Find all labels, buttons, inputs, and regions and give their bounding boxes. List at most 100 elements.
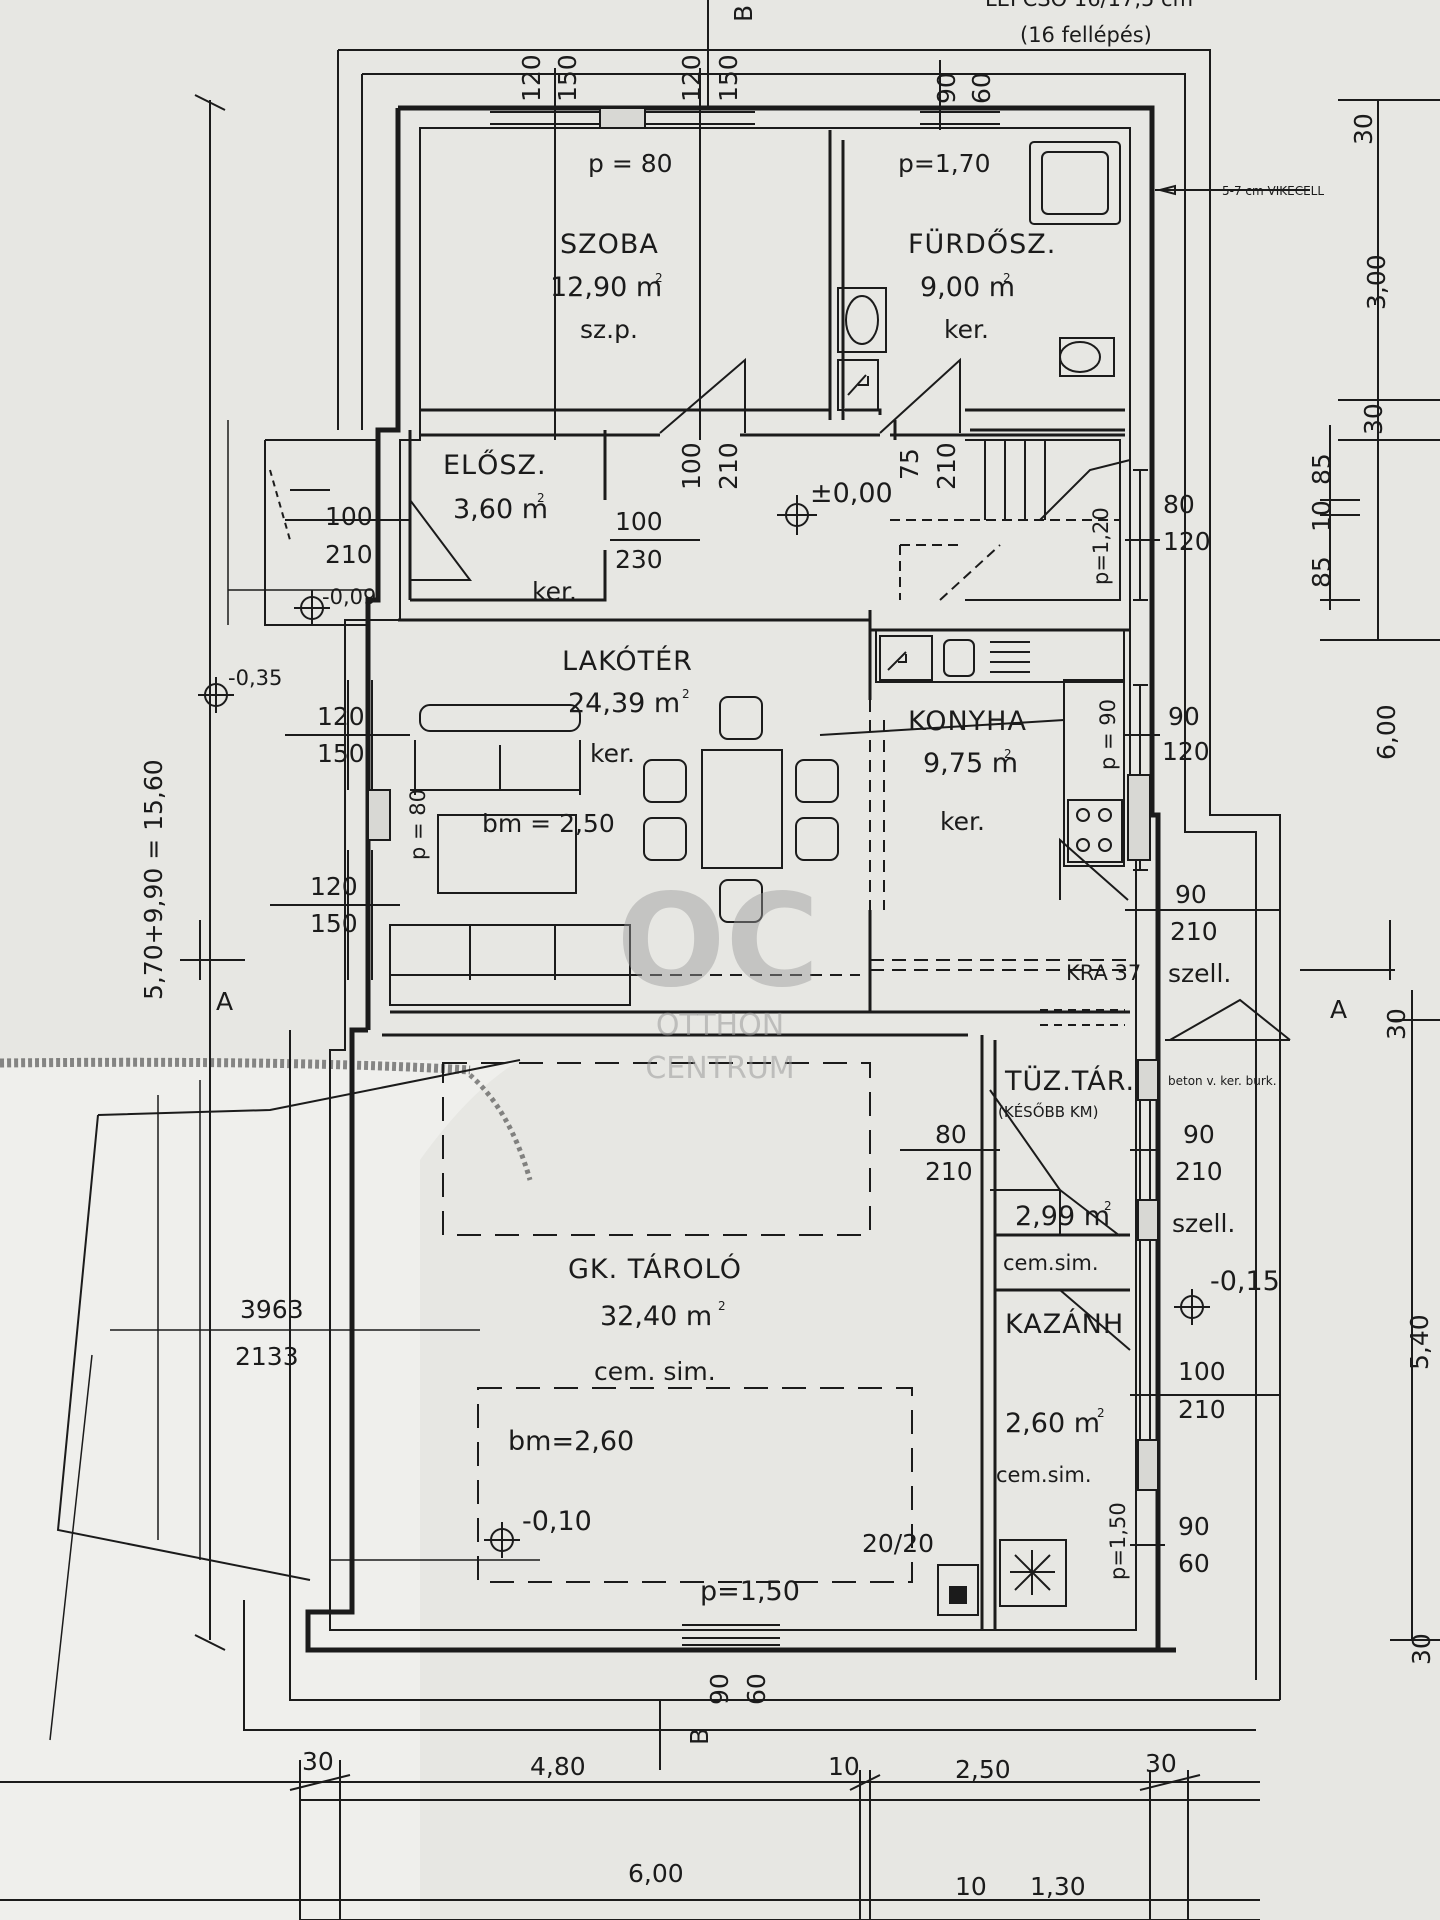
gar-90: 90 — [705, 1673, 734, 1705]
wall-note: 5-7 cm VIKECELL — [1222, 184, 1324, 198]
beton-note: beton v. ker. burk. — [1168, 1074, 1277, 1088]
lakoter-window: p = 80 — [406, 789, 430, 860]
kaz-100: 100 — [1178, 1357, 1226, 1386]
dim-left-total: 5,70+9,90 = 15,60 — [139, 759, 168, 1000]
section-mark-b-top: B — [729, 5, 758, 22]
konyha-area-sup: 2 — [1004, 747, 1012, 761]
szell-1: szell. — [1168, 959, 1231, 988]
entry-210: 210 — [325, 540, 373, 569]
kit-door-90: 90 — [1175, 880, 1207, 909]
stair-120: p=1,20 — [1089, 507, 1113, 585]
top-150-b: 150 — [714, 54, 743, 102]
kazan-area: 2,60 m — [1005, 1408, 1100, 1439]
section-mark-a-right: A — [1330, 995, 1347, 1024]
kit-90: 90 — [1168, 702, 1200, 731]
right-80: 80 — [1163, 490, 1195, 519]
garage-level: -0,10 — [522, 1506, 592, 1537]
szell-2: szell. — [1172, 1209, 1235, 1238]
dim-bot-10a: 10 — [828, 1752, 860, 1781]
left-120b: 120 — [310, 872, 358, 901]
dim-bot-250: 2,50 — [955, 1755, 1011, 1784]
door-100: 100 — [677, 442, 706, 490]
level-entry: -0,09 — [322, 585, 376, 609]
top-120-a: 120 — [517, 54, 546, 102]
watermark-line1: OTTHON — [656, 1008, 784, 1043]
watermark-logo: OC — [617, 867, 820, 1016]
garage-name: GK. TÁROLÓ — [568, 1253, 742, 1285]
dimension-labels: 5,70+9,90 = 15,60 30 3,00 30 85 10 85 6,… — [139, 113, 1436, 1901]
dim-right-30b: 30 — [1359, 403, 1388, 435]
tuzifa-floor: cem.sim. — [1003, 1251, 1099, 1275]
furdo-floor: ker. — [944, 315, 989, 344]
konyha-window: p = 90 — [1096, 699, 1120, 770]
szoba-area-sup: 2 — [655, 271, 663, 285]
left-150a: 150 — [317, 739, 365, 768]
level-main: ±0,00 — [810, 478, 893, 509]
dim-bot-30b: 30 — [1145, 1749, 1177, 1778]
tuz-90: 90 — [1183, 1120, 1215, 1149]
dim-right-300: 3,00 — [1362, 254, 1391, 310]
stair-steps: (16 fellépés) — [1020, 23, 1152, 47]
furdo-window: p=1,70 — [898, 149, 990, 178]
lakoter-bm: bm = 2,50 — [482, 809, 615, 838]
furdo-area-sup: 2 — [1003, 271, 1011, 285]
garage-chimney: 20/20 — [862, 1529, 934, 1558]
dim-right-30d: 30 — [1407, 1633, 1436, 1665]
door-210b: 210 — [932, 442, 961, 490]
tuzifa-note: (KÉSŐBB KM) — [998, 1101, 1098, 1121]
kit-door-210: 210 — [1170, 917, 1218, 946]
konyha-area: 9,75 m — [923, 748, 1018, 779]
walls — [243, 49, 1281, 1731]
inner-230: 230 — [615, 545, 663, 574]
eloszoba-name: ELŐSZ. — [443, 449, 547, 481]
furdo-area: 9,00 m — [920, 272, 1015, 303]
inner-100: 100 — [615, 507, 663, 536]
top-150-a: 150 — [553, 54, 582, 102]
dim-bot-600: 6,00 — [628, 1859, 684, 1888]
tuz-210: 210 — [925, 1157, 973, 1186]
kazan-floor: cem.sim. — [996, 1463, 1092, 1487]
section-mark-b-bottom: B — [685, 1728, 714, 1745]
kaz-210: 210 — [1178, 1395, 1226, 1424]
kra-label: KRA 37 — [1066, 961, 1141, 985]
doors — [269, 357, 1131, 1351]
tuzifa-area: 2,99 m — [1015, 1201, 1110, 1232]
kazan-window: p=1,50 — [1106, 1502, 1130, 1580]
door-210: 210 — [714, 442, 743, 490]
garage-window: p=1,50 — [700, 1576, 800, 1607]
entry-100: 100 — [325, 502, 373, 531]
right-120: 120 — [1163, 527, 1211, 556]
top-120-b: 120 — [677, 54, 706, 102]
tuzifa-area-sup: 2 — [1104, 1199, 1112, 1213]
eloszoba-floor: ker. — [532, 577, 577, 606]
garage-area-sup: 2 — [718, 1299, 726, 1313]
watermark-line2: CENTRUM — [645, 1051, 794, 1086]
kit-120: 120 — [1162, 737, 1210, 766]
dim-right-30c: 30 — [1382, 1008, 1411, 1040]
ext-3963: 3963 — [240, 1295, 304, 1324]
dim-right-85b: 85 — [1307, 556, 1336, 588]
lakoter-name: LAKÓTÉR — [562, 645, 693, 677]
dim-bot-10b: 10 — [955, 1872, 987, 1901]
szoba-name: SZOBA — [560, 229, 659, 260]
furdo-name: FÜRDŐSZ. — [908, 228, 1056, 260]
eloszoba-area: 3,60 m — [453, 494, 548, 525]
kazan-name: KAZÁNH — [1005, 1308, 1124, 1340]
dim-bot-30a: 30 — [302, 1747, 334, 1776]
kaz-60: 60 — [1178, 1549, 1210, 1578]
konyha-floor: ker. — [940, 807, 985, 836]
garage-bm: bm=2,60 — [508, 1426, 634, 1457]
section-mark-a-left: A — [216, 987, 233, 1016]
lakoter-area-sup: 2 — [682, 687, 690, 701]
szoba-area: 12,90 m — [550, 272, 662, 303]
tuzifa-name: TÜZ.TÁR. — [1004, 1065, 1135, 1097]
konyha-name: KONYHA — [908, 706, 1027, 737]
left-150b: 150 — [310, 909, 358, 938]
furniture — [389, 141, 1291, 1616]
level-outside: -0,35 — [228, 666, 282, 690]
szoba-window: p = 80 — [588, 149, 673, 178]
watermark: OC OTTHON CENTRUM — [617, 867, 820, 1086]
garage-area: 32,40 m — [600, 1301, 712, 1332]
